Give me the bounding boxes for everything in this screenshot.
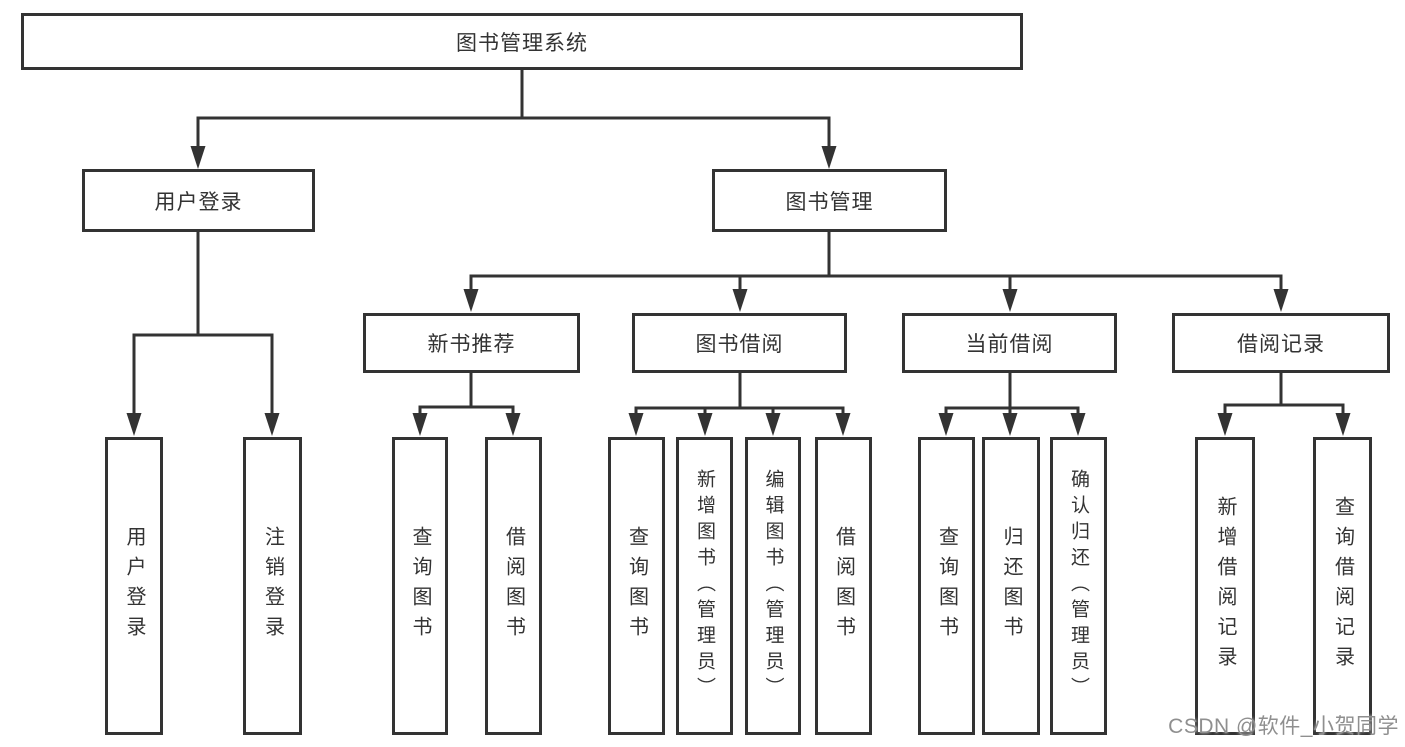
node-label: 查询借阅记录 bbox=[1331, 496, 1354, 676]
node-label: 新书推荐 bbox=[427, 333, 516, 356]
node-book-borrowing: 图书借阅 bbox=[632, 313, 847, 373]
node-label: 确认归还（管理员） bbox=[1068, 469, 1089, 703]
node-label: 注销登录 bbox=[261, 526, 284, 646]
node-label: 新增借阅记录 bbox=[1214, 496, 1236, 676]
leaf-nbr-query-books: 查询图书 bbox=[392, 437, 448, 735]
node-user-login: 用户登录 bbox=[82, 169, 315, 232]
node-borrowing-records: 借阅记录 bbox=[1172, 313, 1390, 373]
node-new-book-recommend: 新书推荐 bbox=[363, 313, 580, 373]
leaf-logout: 注销登录 bbox=[243, 437, 302, 735]
leaf-user-login: 用户登录 bbox=[105, 437, 163, 735]
node-label: 用户登录 bbox=[123, 526, 145, 646]
leaf-bb-borrow-books: 借阅图书 bbox=[815, 437, 872, 735]
leaf-br-add-record: 新增借阅记录 bbox=[1195, 437, 1255, 735]
node-label: 归还图书 bbox=[1000, 526, 1022, 646]
node-label: 编辑图书（管理员） bbox=[762, 469, 784, 703]
leaf-bb-query-books: 查询图书 bbox=[608, 437, 665, 735]
leaf-bb-edit-books-admin: 编辑图书（管理员） bbox=[745, 437, 801, 735]
watermark: CSDN @软件_小贺同学 bbox=[1168, 715, 1399, 738]
node-label: 借阅记录 bbox=[1237, 333, 1325, 356]
node-label: 查询图书 bbox=[625, 526, 648, 646]
leaf-cb-return-books: 归还图书 bbox=[982, 437, 1040, 735]
leaf-nbr-borrow-books: 借阅图书 bbox=[485, 437, 542, 735]
node-label: 借阅图书 bbox=[502, 526, 525, 646]
node-label: 查询图书 bbox=[409, 526, 431, 646]
node-library-management-system: 图书管理系统 bbox=[21, 13, 1023, 70]
node-label: 图书管理 bbox=[785, 190, 874, 214]
node-label: 借阅图书 bbox=[832, 526, 855, 646]
leaf-br-query-record: 查询借阅记录 bbox=[1313, 437, 1372, 735]
leaf-cb-confirm-return-admin: 确认归还（管理员） bbox=[1050, 437, 1107, 735]
leaf-bb-add-books-admin: 新增图书（管理员） bbox=[676, 437, 733, 735]
node-book-management: 图书管理 bbox=[712, 169, 947, 232]
node-label: 新增图书（管理员） bbox=[694, 469, 715, 703]
node-label: 图书借阅 bbox=[695, 333, 784, 356]
node-label: 图书管理系统 bbox=[456, 31, 588, 55]
node-label: 查询图书 bbox=[935, 526, 958, 646]
node-current-borrowing: 当前借阅 bbox=[902, 313, 1117, 373]
arrowheads bbox=[126, 146, 1351, 436]
node-label: 当前借阅 bbox=[965, 333, 1054, 356]
node-label: 用户登录 bbox=[154, 190, 243, 214]
leaf-cb-query-books: 查询图书 bbox=[918, 437, 975, 735]
